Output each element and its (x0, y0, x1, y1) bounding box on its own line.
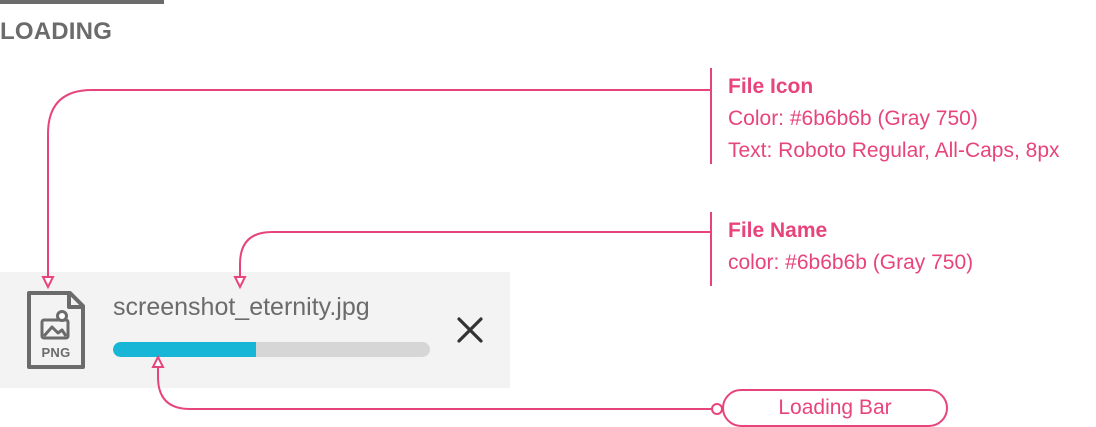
section-title: LOADING (0, 18, 113, 45)
close-icon (457, 317, 483, 343)
file-icon-leader-line (47, 89, 710, 277)
file-name-leader-line (239, 231, 710, 277)
loading-bar-fill (113, 342, 256, 357)
callout-file-name: File Name color: #6b6b6b (Gray 750) (710, 212, 973, 286)
callout-file-icon-title: File Icon (728, 75, 814, 98)
callout-file-icon-color: Color: #6b6b6b (Gray 750) (728, 107, 978, 130)
callout-file-icon: File Icon Color: #6b6b6b (Gray 750) Text… (710, 68, 1060, 164)
callout-file-name-color: color: #6b6b6b (Gray 750) (728, 251, 974, 274)
file-type-label: PNG (41, 345, 71, 360)
image-file-icon (27, 291, 85, 369)
top-divider (0, 0, 164, 4)
loading-bar-leader-dot (711, 403, 723, 415)
loading-bar (113, 342, 430, 357)
callout-loading-bar: Loading Bar (722, 389, 948, 427)
callout-file-name-title: File Name (728, 219, 828, 242)
file-name: screenshot_eternity.jpg (113, 293, 370, 321)
callout-file-icon-text: Text: Roboto Regular, All-Caps, 8px (728, 139, 1060, 162)
cancel-upload-button[interactable] (450, 310, 490, 350)
